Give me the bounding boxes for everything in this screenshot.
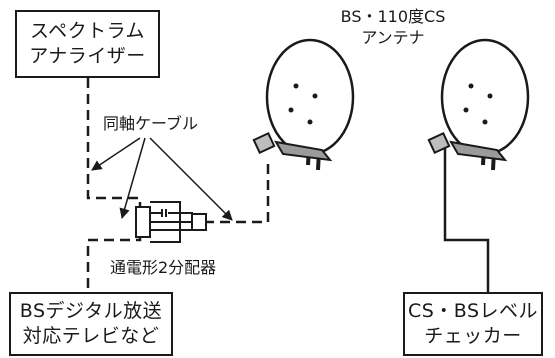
arrow-to-right-cable	[149, 137, 233, 221]
splitter-device	[135, 201, 207, 243]
coax-cable-splitter-to-antenna	[204, 160, 270, 224]
coax-cable-label: 同軸ケーブル	[103, 114, 199, 133]
antenna-label-line1: BS・110度CS	[340, 7, 446, 26]
satellite-antenna-1	[252, 38, 355, 171]
bs-tv-box: BSデジタル放送 対応テレビなど	[9, 292, 173, 356]
level-checker-label-line1: CS・BSレベル	[407, 300, 539, 322]
cable-antenna-to-checker	[443, 142, 490, 292]
splitter-label: 通電形2分配器	[110, 258, 217, 277]
antenna-label-line2: アンテナ	[361, 28, 425, 47]
level-checker-label-line2: チェッカー	[424, 325, 522, 347]
antenna-label: BS・110度CS アンテナ	[318, 6, 468, 48]
level-checker-box: CS・BSレベル チェッカー	[403, 292, 543, 356]
coax-cable-analyzer-to-splitter	[86, 78, 142, 210]
satellite-antenna-2	[427, 38, 530, 171]
arrow-to-left-cable	[91, 137, 141, 171]
bs-tv-label-line2: 対応テレビなど	[22, 325, 160, 347]
spectrum-analyzer-box: スペクトラム アナライザー	[15, 10, 160, 78]
bs-tv-label-line1: BSデジタル放送	[19, 300, 163, 322]
spectrum-analyzer-label-line1: スペクトラム	[29, 20, 146, 42]
arrow-to-center-cable	[119, 137, 146, 220]
spectrum-analyzer-label-line2: アナライザー	[29, 45, 146, 67]
